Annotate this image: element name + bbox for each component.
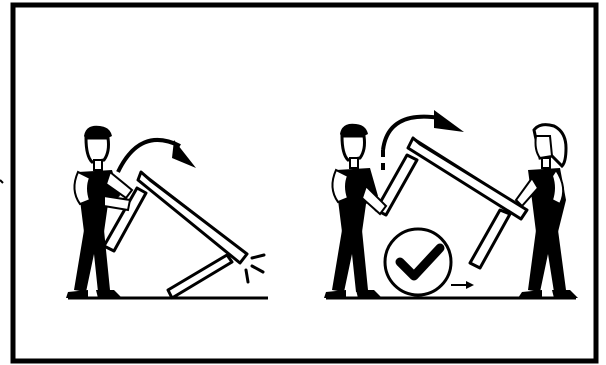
- checkmark-icon: [385, 229, 451, 295]
- edge-mark: [0, 180, 3, 183]
